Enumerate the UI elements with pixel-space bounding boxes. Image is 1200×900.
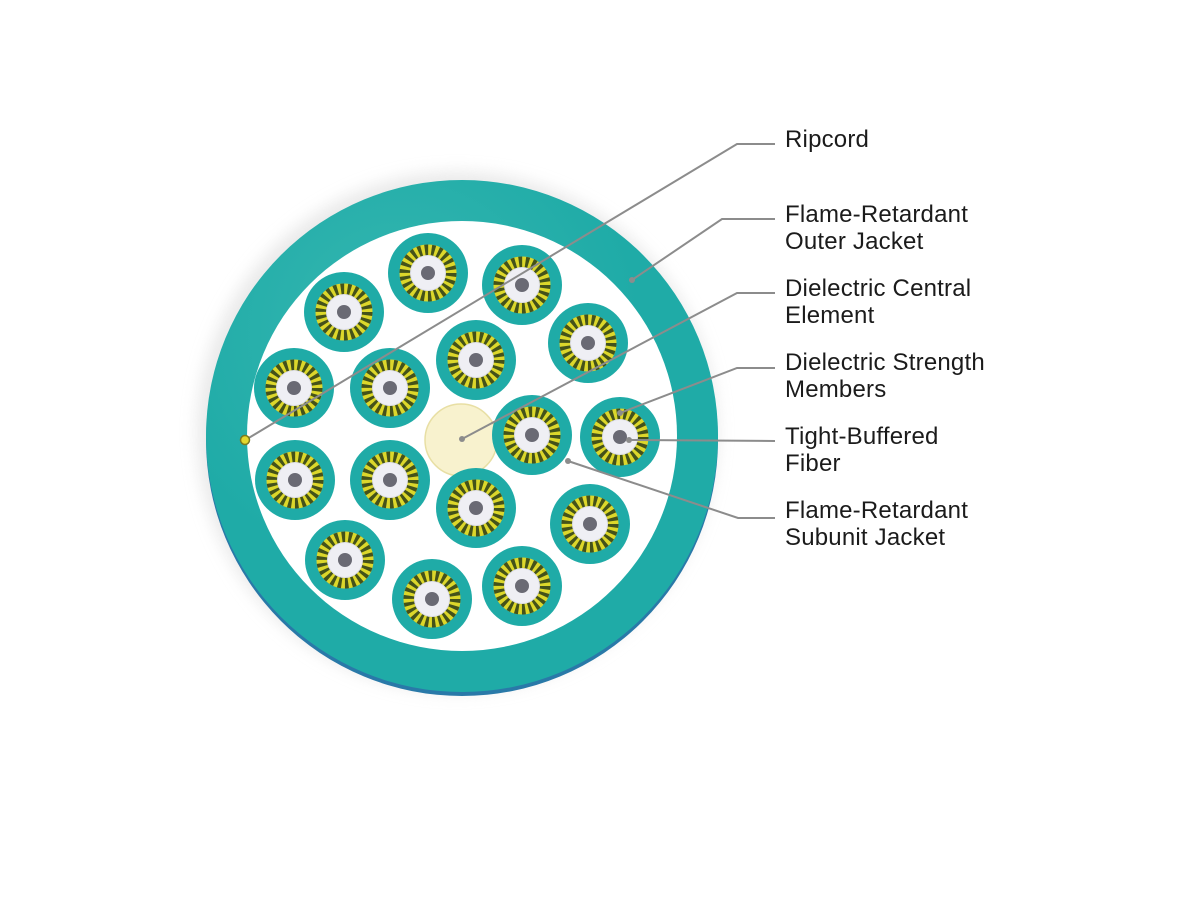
fiber-core bbox=[515, 579, 529, 593]
leader-endpoint-dot bbox=[459, 436, 465, 442]
fiber-core bbox=[581, 336, 595, 350]
fiber-core bbox=[583, 517, 597, 531]
leader-line bbox=[628, 439, 776, 442]
label-text: Outer Jacket bbox=[785, 228, 924, 255]
fiber-subunit bbox=[492, 395, 572, 475]
label-text: Dielectric Central bbox=[785, 275, 972, 302]
fiber-subunit bbox=[350, 348, 430, 428]
fiber-subunit bbox=[304, 272, 384, 352]
fiber-subunit bbox=[436, 320, 516, 400]
fiber-subunit bbox=[482, 245, 562, 325]
fiber-core bbox=[383, 473, 397, 487]
fiber-subunit bbox=[550, 484, 630, 564]
label-text: Subunit Jacket bbox=[785, 524, 946, 551]
strength-members-stripes bbox=[559, 314, 617, 372]
fiber-core bbox=[287, 381, 301, 395]
leader-line bbox=[567, 460, 775, 519]
strength-members-stripes bbox=[315, 283, 373, 341]
strength-members-stripes bbox=[316, 531, 374, 589]
fiber-core bbox=[338, 553, 352, 567]
fiber-subunit bbox=[482, 546, 562, 626]
fiber-subunit bbox=[548, 303, 628, 383]
ripcord-dot bbox=[239, 434, 251, 446]
label-dielectric-central-element: Dielectric Central Element bbox=[785, 275, 971, 329]
strength-members-stripes bbox=[493, 557, 551, 615]
leader-endpoint-dot bbox=[565, 458, 571, 464]
leader-line bbox=[246, 143, 775, 440]
label-text: Tight-Buffered bbox=[785, 423, 939, 450]
fiber-subunit bbox=[392, 559, 472, 639]
label-tight-buffered-fiber: Tight-Buffered Fiber bbox=[785, 423, 939, 477]
leader-line bbox=[631, 218, 775, 281]
leader-line bbox=[461, 292, 775, 440]
label-text: Ripcord bbox=[785, 126, 870, 153]
label-text: Flame-Retardant bbox=[785, 201, 969, 228]
label-dielectric-strength-members: Dielectric Strength Members bbox=[785, 349, 985, 403]
strength-members-stripes bbox=[266, 451, 324, 509]
strength-members-stripes bbox=[503, 406, 561, 464]
strength-members-stripes bbox=[403, 570, 461, 628]
leader-endpoint-dot bbox=[626, 437, 632, 443]
strength-members-stripes bbox=[361, 451, 419, 509]
label-text: Dielectric Strength bbox=[785, 349, 985, 376]
label-text: Fiber bbox=[785, 450, 841, 477]
fiber-core bbox=[469, 501, 483, 515]
strength-members-stripes bbox=[399, 244, 457, 302]
label-flame-retardant-subunit-jacket: Flame-Retardant Subunit Jacket bbox=[785, 497, 968, 551]
fiber-subunit bbox=[254, 348, 334, 428]
label-text: Members bbox=[785, 376, 887, 403]
leader-line bbox=[619, 367, 775, 414]
label-ripcord: Ripcord bbox=[785, 126, 869, 153]
fiber-subunit bbox=[388, 233, 468, 313]
fiber-core bbox=[525, 428, 539, 442]
leader-endpoint-dot bbox=[617, 410, 623, 416]
fiber-subunit bbox=[305, 520, 385, 600]
fiber-subunit bbox=[580, 397, 660, 477]
strength-members-stripes bbox=[361, 359, 419, 417]
fiber-core bbox=[515, 278, 529, 292]
strength-members-stripes bbox=[561, 495, 619, 553]
strength-members-stripes bbox=[493, 256, 551, 314]
fiber-core bbox=[421, 266, 435, 280]
fiber-core bbox=[613, 430, 627, 444]
strength-members-stripes bbox=[447, 479, 505, 537]
fiber-subunit bbox=[350, 440, 430, 520]
fiber-subunit bbox=[436, 468, 516, 548]
fiber-core bbox=[383, 381, 397, 395]
label-flame-retardant-outer-jacket: Flame-Retardant Outer Jacket bbox=[785, 201, 968, 255]
label-text: Element bbox=[785, 302, 875, 329]
label-text: Flame-Retardant bbox=[785, 497, 969, 524]
fiber-core bbox=[425, 592, 439, 606]
fiber-subunit bbox=[255, 440, 335, 520]
fiber-core bbox=[337, 305, 351, 319]
strength-members-stripes bbox=[447, 331, 505, 389]
fiber-core bbox=[288, 473, 302, 487]
leader-endpoint-dot bbox=[629, 277, 635, 283]
fiber-core bbox=[469, 353, 483, 367]
